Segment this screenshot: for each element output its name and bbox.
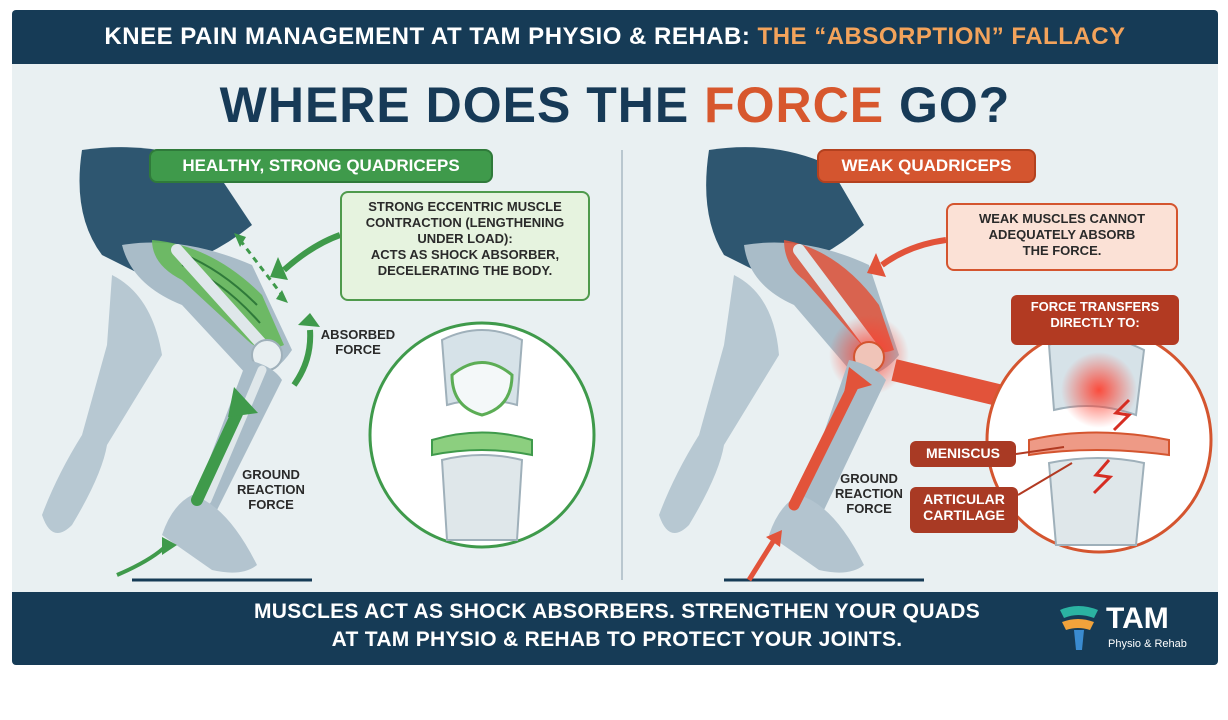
main-headline: WHERE DOES THE FORCE GO?: [219, 77, 1011, 133]
ground-reaction-force-label-weak: GROUND REACTION FORCE: [835, 471, 903, 516]
logo-name: TAM: [1106, 602, 1169, 635]
footer-tagline: MUSCLES ACT AS SHOCK ABSORBERS. STRENGTH…: [253, 600, 981, 651]
ground-reaction-force-label: GROUND REACTION FORCE: [237, 467, 305, 512]
headline-force-word: FORCE: [704, 77, 885, 133]
eccentric-contraction-note: STRONG ECCENTRIC MUSCLE CONTRACTION (LEN…: [340, 191, 590, 301]
healthy-leg-illustration: [42, 147, 596, 582]
footer-bar: MUSCLES ACT AS SHOCK ABSORBERS. STRENGTH…: [12, 592, 1218, 665]
absorbed-force-label: ABSORBED FORCE: [320, 327, 396, 357]
header-title: KNEE PAIN MANAGEMENT AT TAM PHYSIO & REH…: [104, 23, 1126, 50]
weak-quadriceps-title: WEAK QUADRICEPS: [817, 149, 1036, 183]
meniscus-label: MENISCUS: [910, 441, 1016, 467]
infographic-poster: KNEE PAIN MANAGEMENT AT TAM PHYSIO & REH…: [12, 10, 1218, 665]
tam-logo-icon: [1060, 606, 1098, 650]
tam-logo: TAM Physio & Rehab: [1056, 602, 1206, 656]
header-bar: KNEE PAIN MANAGEMENT AT TAM PHYSIO & REH…: [12, 10, 1218, 64]
articular-cartilage-label: ARTICULAR CARTILAGE: [910, 487, 1018, 533]
header-title-highlight: THE “ABSORPTION” FALLACY: [757, 23, 1126, 50]
logo-subtitle: Physio & Rehab: [1108, 638, 1187, 650]
weak-muscle-note: WEAK MUSCLES CANNOT ADEQUATELY ABSORB TH…: [946, 203, 1178, 271]
panel-divider: [621, 150, 623, 580]
healthy-panel: HEALTHY, STRONG QUADRICEPS STRONG ECCENT…: [12, 145, 612, 585]
healthy-quadriceps-title: HEALTHY, STRONG QUADRICEPS: [149, 149, 493, 183]
weak-panel: WEAK QUADRICEPS WEAK MUSCLES CANNOT ADEQ…: [624, 145, 1218, 585]
force-transfer-callout: FORCE TRANSFERS DIRECTLY TO:: [1011, 295, 1179, 345]
